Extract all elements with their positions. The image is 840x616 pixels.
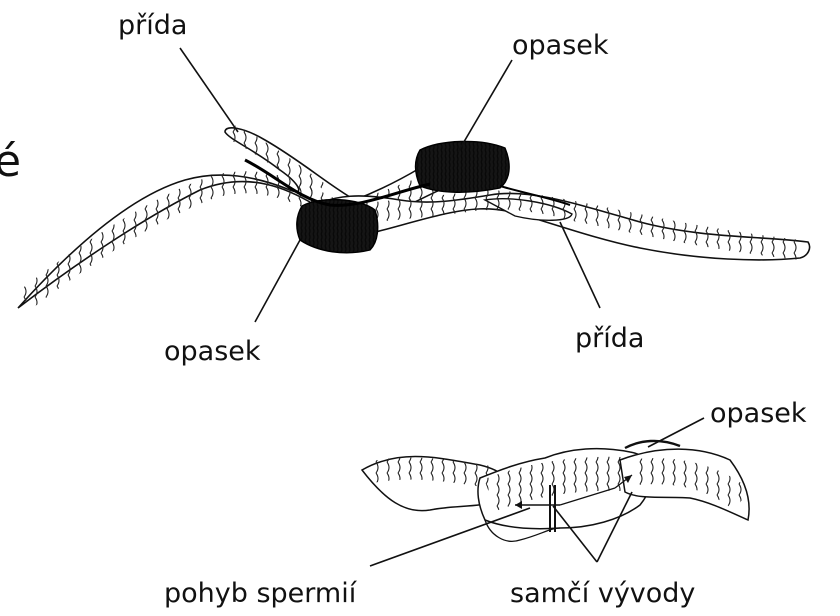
upper-worm-pair <box>18 128 810 308</box>
leader-opasek-top <box>458 60 512 152</box>
label-opasek-small: opasek <box>710 400 807 427</box>
leader-opasek-left <box>255 240 300 322</box>
label-samci-vyvody: samčí vývody <box>510 580 695 607</box>
label-pohyb-spermii: pohyb spermií <box>164 580 356 607</box>
label-opasek-top: opasek <box>512 32 609 59</box>
label-opasek-left: opasek <box>164 338 261 365</box>
leader-prida-top <box>180 48 238 132</box>
leader-opasek-small <box>648 418 704 447</box>
cropped-edge-text: é <box>0 140 21 184</box>
label-prida-top: přída <box>118 12 187 39</box>
clitellum-lower <box>297 200 378 253</box>
leader-pohyb-spermii <box>370 508 530 566</box>
lower-detail-diagram <box>362 441 749 541</box>
label-prida-right: přída <box>575 325 644 352</box>
